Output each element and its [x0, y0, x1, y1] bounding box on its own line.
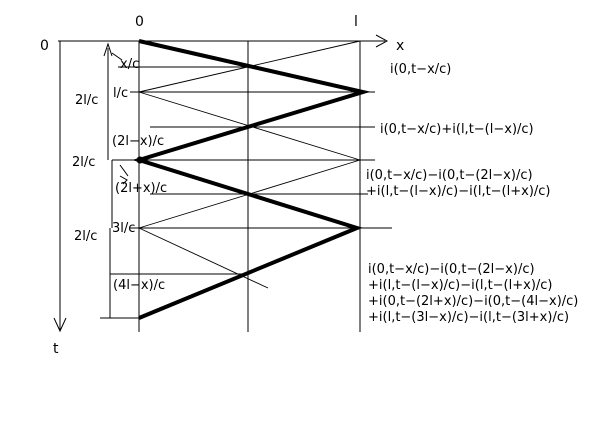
reflection-point-2l	[136, 156, 144, 164]
expression-2: i(0,t−x/c)+i(l,t−(l−x)/c)	[380, 122, 534, 137]
label-2l-minus-x: (2l−x)/c	[112, 134, 164, 149]
t-axis-arrow-icon	[53, 317, 67, 333]
horizontal-time-lines	[110, 66, 392, 275]
label-2l-over-c: 2l/c	[72, 155, 95, 170]
expression-4-line-1: i(0,t−x/c)−i(0,t−(2l−x)/c)	[368, 262, 535, 277]
x-axis-label: x	[396, 38, 404, 54]
label-3l-over-c: 3l/c	[112, 221, 135, 236]
x-end-label: l	[354, 14, 358, 30]
label-pointer-2l-plus-x	[119, 175, 128, 185]
interval-brackets	[100, 42, 140, 319]
expression-3-line-1: i(0,t−x/c)−i(0,t−(2l−x)/c)	[366, 168, 533, 183]
interval-label-1: 2l/c	[75, 93, 98, 108]
expression-3-line-2: +i(l,t−(l−x)/c)−i(l,t−(l+x)/c)	[366, 184, 551, 199]
label-x-over-c: x/c	[120, 57, 139, 72]
x-zero-label: 0	[135, 14, 144, 30]
x-axis-arrow-icon	[375, 34, 389, 48]
char-4	[138, 227, 269, 289]
thin-characteristics	[138, 40, 361, 289]
t-axis-label: t	[53, 341, 59, 357]
expression-4-line-2: +i(l,t−(l−x)/c)−i(l,t−(l+x)/c)	[368, 278, 553, 293]
axes	[53, 34, 389, 333]
expression-1: i(0,t−x/c)	[390, 62, 451, 77]
origin-label: 0	[40, 38, 49, 54]
label-pointer-x-over-c	[111, 52, 123, 61]
expression-4-line-4: +i(l,t−(3l−x)/c)−i(l,t−(3l+x)/c)	[368, 310, 569, 325]
bracket-1-top-arrow-icon	[103, 42, 113, 57]
interval-label-2: 2l/c	[74, 229, 97, 244]
reflection-zigzag	[132, 39, 371, 320]
label-pointer-2l-minus-x	[119, 164, 129, 177]
label-4l-minus-x: (4l−x)/c	[113, 278, 165, 293]
expression-4-line-3: +i(0,t−(2l+x)/c)−i(0,t−(4l−x)/c)	[368, 294, 578, 309]
label-l-over-c: l/c	[113, 86, 128, 101]
label-2l-plus-x: (2l+x)/c	[115, 181, 167, 196]
